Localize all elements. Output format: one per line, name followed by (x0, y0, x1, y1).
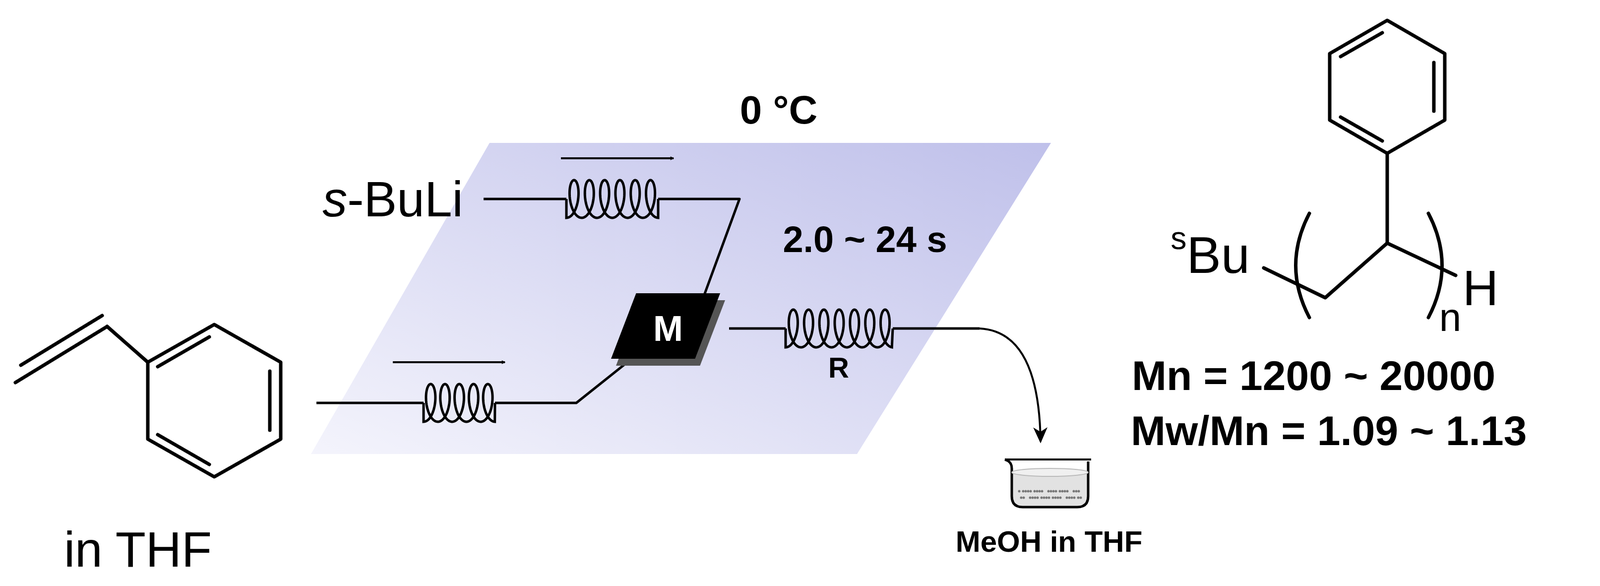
coil-tube (785, 309, 893, 348)
precipitate-dot (1047, 490, 1050, 493)
precipitate-dot (1027, 490, 1030, 493)
precipitate-dot (1054, 496, 1057, 499)
reagent-label: s-BuLi (322, 171, 463, 227)
tubing (316, 198, 980, 403)
end-group-label: sBu (1170, 220, 1250, 284)
precipitate-dot (1051, 496, 1055, 499)
precipitate-dot (1073, 496, 1076, 499)
mixer-label: M (653, 307, 683, 349)
molecular-weight-label: Mn = 1200 ~ 20000 (1131, 352, 1496, 399)
repeat-index: n (1439, 295, 1462, 340)
mixer-top (611, 293, 721, 359)
coil-tube (423, 383, 495, 422)
residence-time-label: 2.0 ~ 24 s (782, 219, 947, 260)
dispersity-label: Mw/Mn = 1.09 ~ 1.13 (1130, 407, 1527, 454)
flow-arrow (560, 157, 674, 160)
polystyrene-structure (1263, 20, 1456, 318)
precipitate-dot (1034, 496, 1037, 499)
precipitate-dot (1041, 490, 1044, 493)
precipitate-dot (1072, 490, 1076, 493)
quench-label: MeOH in THF (955, 525, 1143, 558)
precipitate-dot (1040, 496, 1044, 499)
coil-tube (566, 180, 659, 218)
precipitate-dot (1077, 496, 1080, 499)
precipitate-dot (1066, 490, 1069, 493)
coil-tube (423, 180, 893, 422)
mixer-block: M (611, 291, 726, 366)
temperature-label: 0 °C (739, 88, 818, 132)
flow-arrow (392, 361, 505, 364)
styrene-structure (15, 315, 281, 477)
precipitate-dot (1036, 496, 1040, 499)
precipitate-dot (1063, 490, 1067, 493)
precipitate-dot (1061, 490, 1064, 493)
precipitate-dot (1024, 490, 1028, 493)
precipitate-dot (1058, 490, 1062, 493)
precipitate-dot (1054, 490, 1058, 493)
solvent-label: in THF (63, 521, 212, 577)
precipitate-dot (1029, 490, 1033, 493)
precipitate-dot (1075, 490, 1078, 493)
precipitate-dot (1047, 496, 1051, 499)
precipitate-dot (1056, 496, 1060, 499)
precipitate-dot (1038, 490, 1042, 493)
precipitate-dot (1031, 496, 1035, 499)
precipitate-dot (1029, 496, 1032, 499)
precipitate-dot (1020, 496, 1023, 499)
precipitate-dot (1043, 496, 1046, 499)
precipitate-dot (1036, 490, 1039, 493)
quench-arrow (979, 328, 1041, 442)
precipitate-dot (1045, 496, 1048, 499)
precipitate-dot (1022, 496, 1026, 499)
precipitate-dot (1033, 490, 1037, 493)
precipitate-dot (1079, 496, 1083, 499)
precipitate-dot (1022, 490, 1025, 493)
precipitate-dot (1070, 496, 1074, 499)
reactor-label: R (828, 351, 850, 384)
end-group-label: H (1462, 260, 1499, 315)
precipitate-dot (1052, 490, 1055, 493)
precipitate-dot (1077, 490, 1081, 493)
precipitate-dot (1065, 496, 1069, 499)
precipitate-dot (1068, 496, 1071, 499)
methanol-beaker (1004, 459, 1092, 507)
precipitate-dot (1049, 490, 1053, 493)
cooling-plate (310, 142, 1051, 454)
precipitate-dot (1018, 490, 1021, 493)
precipitate-dot (1059, 496, 1062, 499)
